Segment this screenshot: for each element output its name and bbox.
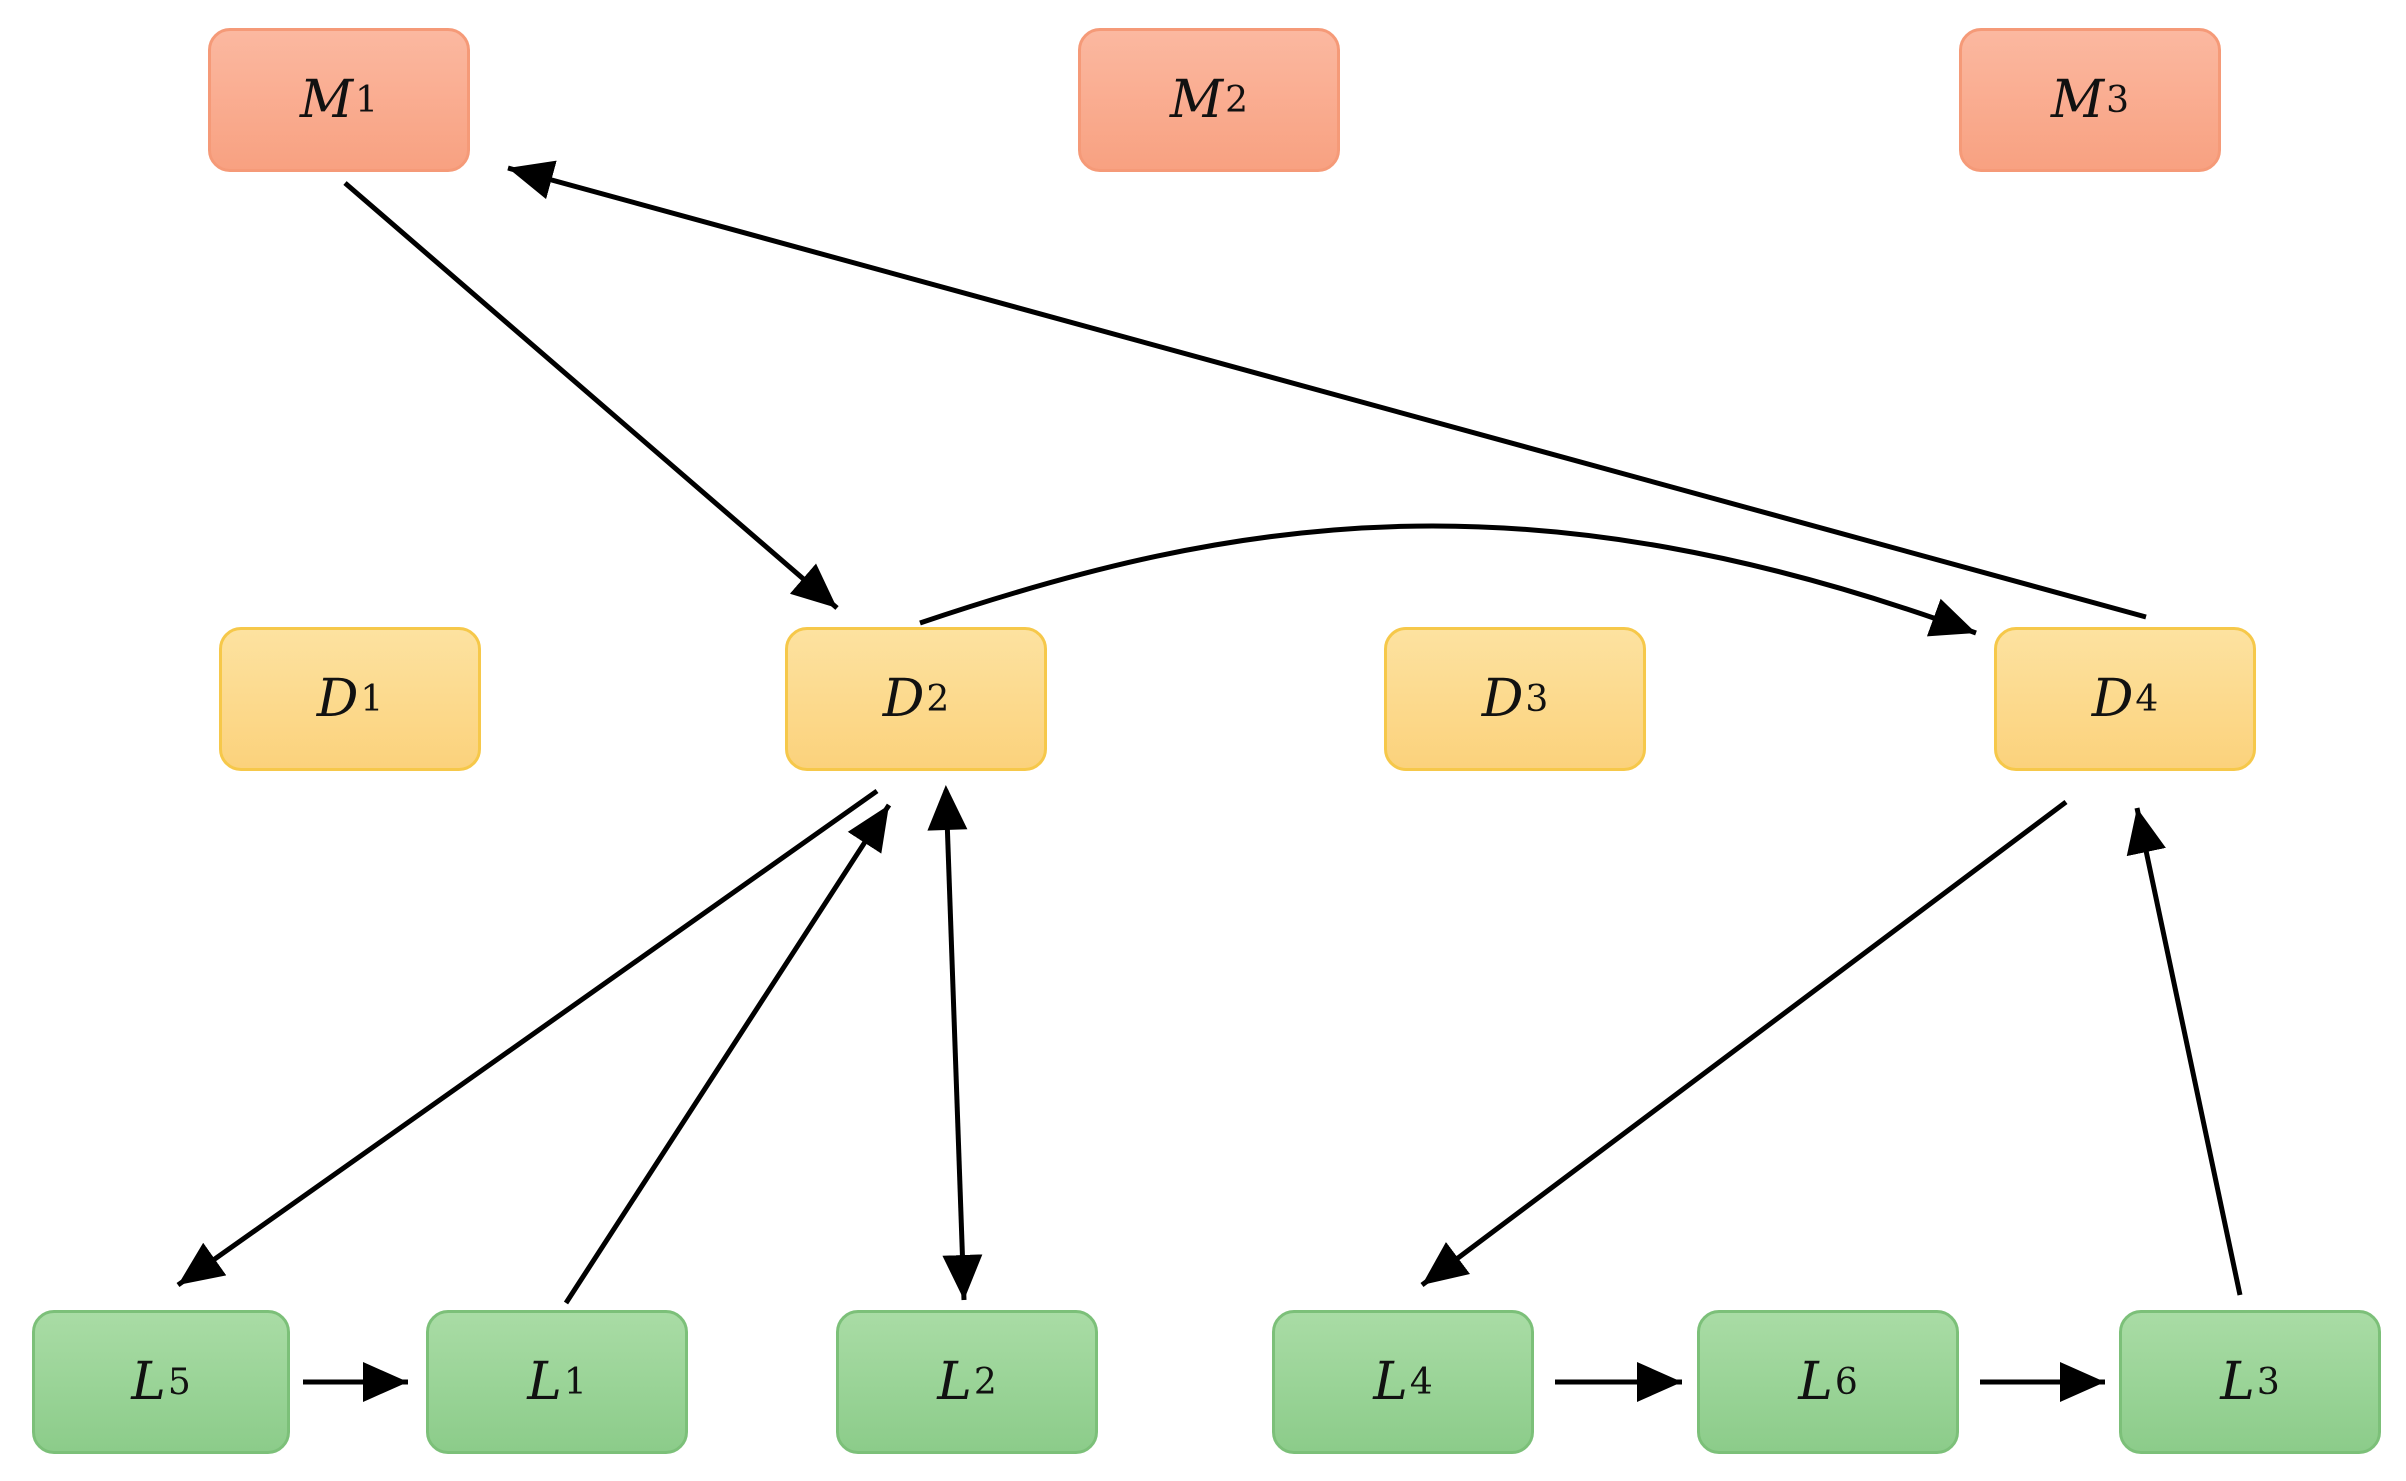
node-l6-sub: 6 [1834,1361,1858,1403]
node-l2-sub: 2 [973,1361,997,1403]
node-l3-sub: 3 [2256,1361,2280,1403]
node-l5-sub: 5 [167,1361,191,1403]
node-l6-base: L [1798,1352,1833,1412]
node-d2-sub: 2 [926,678,950,720]
node-m2-sub: 2 [1225,79,1249,121]
node-l1-base: L [527,1352,562,1412]
edge-d4-m1 [507,160,2147,620]
node-d1-sub: 1 [360,678,384,720]
node-m3-base: M [2050,70,2105,130]
node-m3-sub: 3 [2106,79,2130,121]
node-l3-base: L [2220,1352,2255,1412]
node-l5-base: L [131,1352,166,1412]
node-m1-base: M [299,70,354,130]
node-m2-base: M [1169,70,1224,130]
edge-l3-d4 [2126,807,2243,1296]
node-l2-base: L [937,1352,972,1412]
edge-d2-l2 [927,785,983,1301]
node-d2-base: D [882,669,925,729]
edge-d2-d4 [919,523,1977,637]
node-d4-sub: 4 [2135,678,2159,720]
node-m1-sub: 1 [355,79,379,121]
node-d4-base: D [2091,669,2134,729]
edge-d2-l5 [176,788,879,1288]
node-l1-sub: 1 [563,1361,587,1403]
node-d3-base: D [1481,669,1524,729]
node-d3-sub: 3 [1525,678,1549,720]
edge-m1-d2 [343,181,839,610]
node-d1-base: D [316,669,359,729]
node-l4-base: L [1373,1352,1408,1412]
node-l4-sub: 4 [1409,1361,1433,1403]
edge-d4-l4 [1420,800,2068,1287]
edge-l1-d2 [563,803,892,1305]
